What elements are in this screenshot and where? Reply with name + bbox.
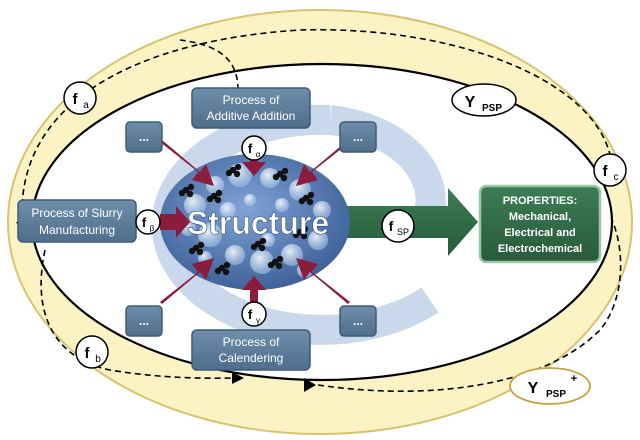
particle: [225, 245, 245, 265]
additive-cluster: [206, 189, 223, 204]
y-psp-plus-sup: +: [571, 373, 577, 385]
structure-core: [160, 154, 350, 290]
f-a-base: f: [73, 91, 79, 108]
additive-cluster: [292, 225, 309, 240]
y-psp-base: Y: [465, 94, 476, 111]
placeholder-box-bottom-right: ...: [339, 305, 377, 337]
process-box-additive: Process of Additive Addition: [191, 87, 311, 129]
f-gamma-sub: γ: [256, 316, 260, 325]
f-gamma-circle: f γ: [241, 301, 267, 327]
particle: [220, 202, 236, 218]
particle: [250, 250, 274, 274]
f-alpha-sub: α: [256, 150, 261, 159]
f-b-base: f: [85, 345, 91, 362]
additive-cluster: [178, 183, 195, 198]
process-box-slurry: Process of Slurry Manufacturing: [17, 199, 137, 243]
f-a-circle: f a: [63, 81, 97, 115]
f-alpha-base: f: [248, 141, 253, 156]
particle: [184, 194, 206, 216]
f-sp-circle: f SP: [381, 209, 415, 243]
properties-line2: Mechanical,: [509, 211, 571, 223]
additive-cluster: [214, 261, 231, 276]
particle: [308, 230, 328, 250]
placeholder-box-top-right: ...: [339, 121, 377, 153]
properties-heading: PROPERTIES:: [503, 195, 578, 207]
f-sp-sub: SP: [397, 227, 409, 237]
additive-cluster: [272, 167, 289, 182]
particle: [313, 201, 331, 219]
process-calendering-line1: Process of: [223, 335, 280, 349]
properties-line3: Electrical and: [504, 227, 576, 239]
placeholder-label: ...: [139, 130, 149, 144]
y-psp-label: Y PSP: [451, 83, 517, 117]
loop-arrowhead-right: [304, 378, 316, 392]
f-a-sub: a: [83, 100, 89, 111]
additive-cluster: [225, 163, 242, 178]
placeholder-label: ...: [353, 314, 363, 328]
particle: [244, 194, 256, 206]
additive-cluster: [250, 237, 267, 252]
y-psp-plus-base: Y: [528, 380, 539, 397]
particle: [275, 198, 289, 212]
f-c-sub: c: [614, 172, 619, 183]
process-additive-line1: Process of: [223, 93, 280, 107]
dashed-feedback-loops: [21, 28, 622, 392]
particle: [260, 168, 280, 188]
f-beta-base: f: [142, 215, 147, 230]
additive-cluster: [298, 191, 315, 206]
f-beta-circle: f β: [135, 209, 161, 235]
f-beta-sub: β: [150, 224, 155, 233]
structure-additive-clusters: [178, 163, 315, 276]
structure-particles: [180, 163, 331, 278]
process-additive-line2: Additive Addition: [207, 109, 296, 123]
process-calendering-line2: Calendering: [219, 351, 284, 365]
placeholder-label: ...: [139, 314, 149, 328]
f-alpha-circle: f α: [241, 135, 267, 161]
placeholder-box-bottom-left: ...: [125, 305, 163, 337]
f-sp-base: f: [389, 218, 394, 234]
process-box-calendering: Process of Calendering: [191, 329, 311, 371]
additive-cluster: [188, 241, 205, 256]
additive-cluster: [267, 255, 284, 270]
y-psp-plus-sub: PSP: [546, 389, 566, 400]
loop-arrowhead-bottom: [232, 372, 244, 384]
properties-box: PROPERTIES: Mechanical, Electrical and E…: [478, 184, 602, 264]
f-c-base: f: [603, 163, 609, 180]
placeholder-box-top-left: ...: [125, 121, 163, 153]
f-gamma-base: f: [248, 307, 253, 322]
structure-label: Structure: [187, 205, 329, 241]
particle: [198, 223, 222, 247]
f-b-sub: b: [95, 354, 101, 365]
f-c-circle: f c: [593, 153, 627, 187]
f-b-circle: f b: [75, 335, 109, 369]
y-psp-sub: PSP: [482, 103, 502, 114]
properties-line4: Electrochemical: [498, 243, 582, 255]
placeholder-label: ...: [353, 130, 363, 144]
process-slurry-line1: Process of Slurry: [31, 206, 122, 220]
y-psp-plus-label: Y PSP +: [509, 367, 591, 405]
process-slurry-line2: Manufacturing: [39, 223, 115, 237]
